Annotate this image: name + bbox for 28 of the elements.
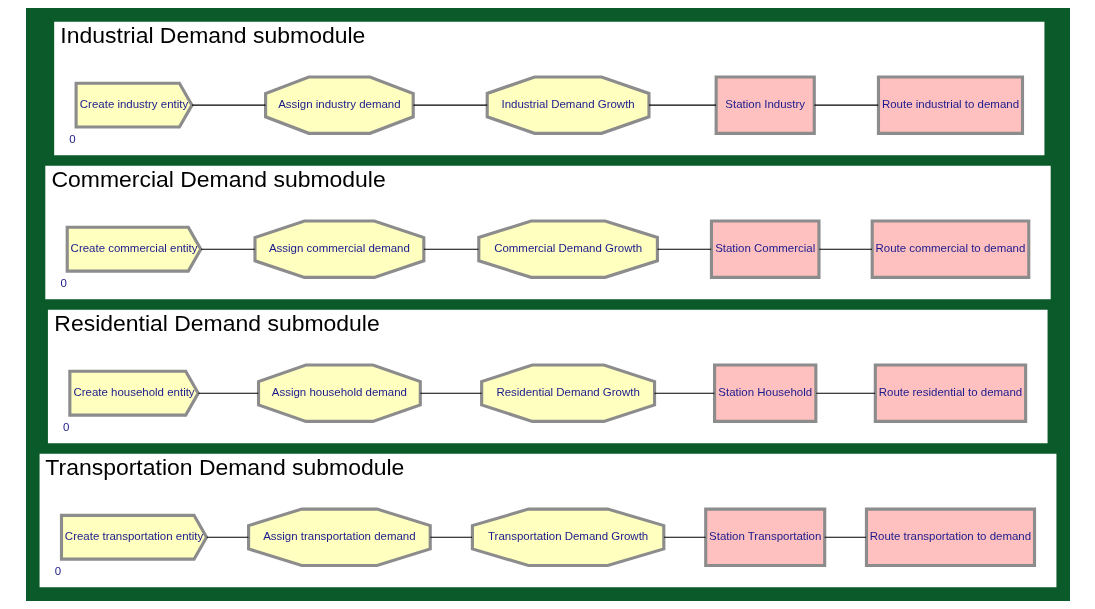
connector bbox=[190, 104, 266, 106]
node-box: Route industrial to demand bbox=[876, 75, 1024, 135]
node-box: Station Transportation bbox=[703, 507, 826, 567]
node-box: Station Commercial bbox=[709, 219, 821, 279]
connector bbox=[656, 248, 712, 250]
connector bbox=[663, 536, 706, 538]
node-label: 0 bbox=[68, 132, 76, 145]
connector bbox=[422, 248, 479, 250]
connector bbox=[653, 392, 715, 394]
node-label: 0 bbox=[59, 276, 67, 289]
connector bbox=[429, 536, 473, 538]
node-box: Route residential to demand bbox=[873, 363, 1027, 423]
connector bbox=[648, 104, 716, 106]
connector bbox=[200, 248, 255, 250]
connector bbox=[412, 104, 488, 106]
node-label: 0 bbox=[62, 420, 69, 433]
connector bbox=[205, 536, 249, 538]
node-box: Route transportation to demand bbox=[864, 507, 1036, 567]
node-label: 0 bbox=[54, 564, 61, 577]
connector bbox=[815, 392, 876, 394]
node-box: Route commercial to demand bbox=[870, 219, 1030, 279]
node-box: Station Household bbox=[712, 363, 817, 423]
connector bbox=[818, 248, 873, 250]
connector bbox=[813, 104, 879, 106]
node-box: Station Industry bbox=[714, 75, 816, 135]
connector bbox=[197, 392, 259, 394]
connector bbox=[419, 392, 482, 394]
connector bbox=[823, 536, 867, 538]
